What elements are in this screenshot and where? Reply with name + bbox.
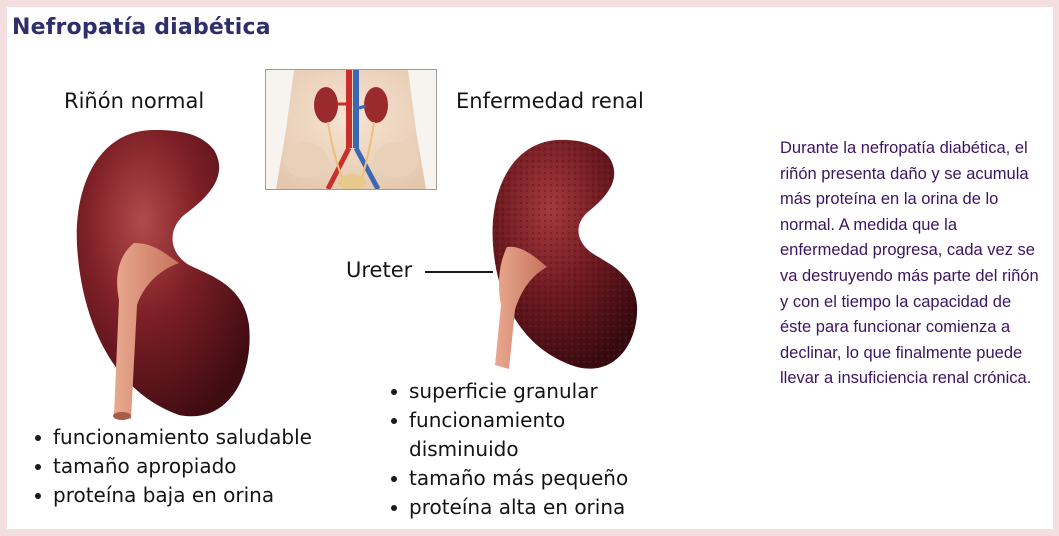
description-text: Durante la nefropatía diabética, el riñó… [780, 136, 1042, 392]
list-item: funcionamiento saludable [31, 423, 312, 452]
torso-anatomy-icon [266, 70, 436, 189]
list-item: proteína baja en orina [31, 481, 312, 510]
content-panel: Nefropatía diabética [7, 7, 1053, 529]
ureter-label: Ureter [346, 258, 412, 282]
list-item: superficie granular [387, 377, 677, 406]
diseased-kidney-illustration [477, 135, 647, 385]
list-item: proteína alta en orina [387, 493, 677, 522]
list-item: tamaño más pequeño [387, 464, 677, 493]
ureter-leader-line [425, 271, 493, 273]
normal-kidney-illustration [59, 125, 259, 425]
list-item: funcionamiento disminuido [387, 406, 589, 464]
list-item: tamaño apropiado [31, 452, 312, 481]
kidney-anatomy-thumbnail [265, 69, 437, 190]
normal-kidney-label: Riñón normal [64, 89, 204, 113]
disease-kidney-label: Enfermedad renal [456, 89, 644, 113]
page-title: Nefropatía diabética [12, 15, 271, 40]
normal-kidney-bullets: funcionamiento saludable tamaño apropiad… [31, 423, 312, 510]
disease-kidney-bullets: superficie granular funcionamiento dismi… [387, 377, 677, 522]
